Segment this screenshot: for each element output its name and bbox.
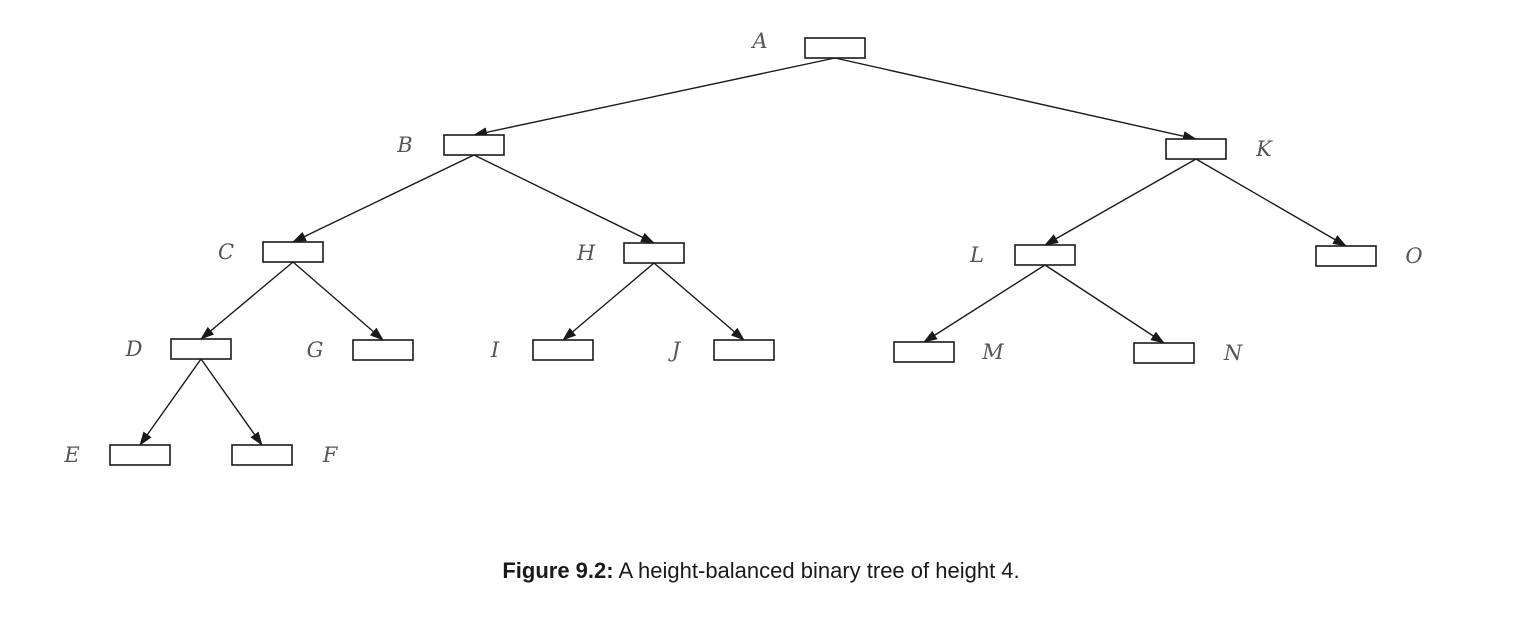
node-box-l [1014,244,1076,266]
node-box-a [804,37,866,59]
node-box-m [893,341,955,363]
tree-node-i: I [490,338,594,362]
node-box-c [262,241,324,263]
node-box-i [532,339,594,361]
node-label-k: K [1255,137,1273,161]
edge-a-b [473,57,836,138]
node-box-f [231,444,293,466]
edge-k-o [1195,158,1347,247]
tree-node-g: G [307,338,414,362]
node-label-i: I [490,338,500,362]
node-label-d: D [125,337,143,361]
edge-k-l [1044,158,1197,246]
node-label-j: J [668,338,682,362]
tree-node-o: O [1315,244,1423,268]
edge-h-i [562,262,655,341]
tree-node-h: H [576,241,685,265]
node-box-d [170,338,232,360]
caption-label: Figure 9.2: [502,558,614,583]
tree-node-f: F [231,443,339,467]
node-box-k [1165,138,1227,160]
node-label-f: F [322,443,339,467]
node-box-j [713,339,775,361]
node-label-e: E [63,443,79,467]
edge-l-m [923,264,1046,343]
edge-a-k [834,57,1197,142]
tree-node-d: D [125,337,232,361]
node-label-b: B [396,133,412,157]
tree-nodes: A B C D E F G H I J K L M N O [63,29,1422,467]
edge-c-g [292,261,384,341]
node-label-l: L [969,243,984,267]
tree-node-m: M [893,340,1004,364]
node-box-n [1133,342,1195,364]
tree-node-n: N [1133,341,1243,365]
tree-node-j: J [668,338,775,362]
node-box-b [443,134,505,156]
tree-edges [139,57,1347,446]
node-label-g: G [307,338,324,362]
caption-text: A height-balanced binary tree of height … [613,558,1020,583]
edge-h-j [653,262,745,341]
figure-caption: Figure 9.2: A height-balanced binary tre… [0,558,1522,584]
binary-tree-diagram: A B C D E F G H I J K L M N O [63,29,1422,467]
node-box-o [1315,245,1377,267]
node-label-a: A [750,29,767,53]
edge-d-e [139,358,202,446]
tree-node-a: A [750,29,866,59]
node-label-m: M [981,340,1004,364]
node-label-o: O [1405,244,1422,268]
tree-node-b: B [396,133,505,157]
tree-node-c: C [218,240,324,264]
edge-b-c [292,154,475,243]
node-box-e [109,444,171,466]
node-label-n: N [1223,341,1243,365]
edge-c-d [200,261,294,340]
edge-b-h [473,154,655,244]
node-label-h: H [576,241,596,265]
tree-node-l: L [969,243,1076,267]
edge-d-f [200,358,263,446]
tree-node-k: K [1165,137,1273,161]
node-box-h [623,242,685,264]
node-label-c: C [218,240,234,264]
tree-node-e: E [63,443,171,467]
node-box-g [352,339,414,361]
edge-l-n [1044,264,1165,344]
